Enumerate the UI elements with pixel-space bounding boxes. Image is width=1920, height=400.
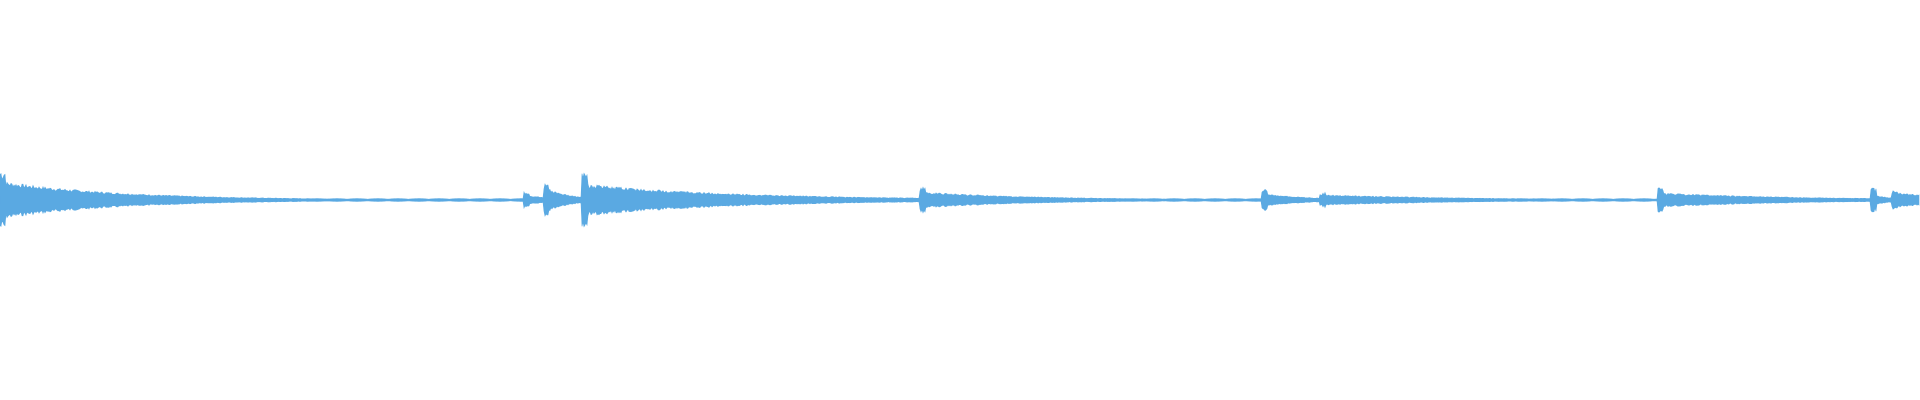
- audio-waveform: [0, 172, 1920, 228]
